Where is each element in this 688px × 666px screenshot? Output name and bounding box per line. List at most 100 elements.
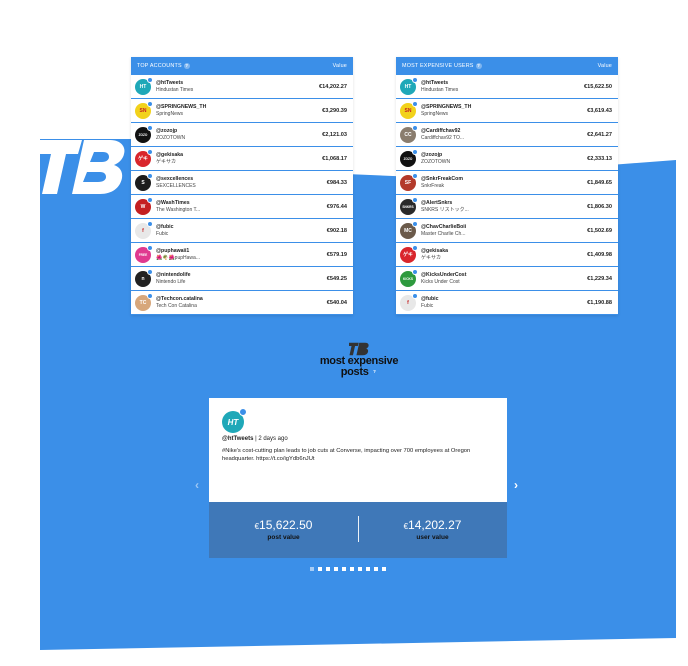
carousel-dot[interactable] <box>366 567 370 571</box>
account-handle[interactable]: @ChavCharlieBoii <box>421 223 467 230</box>
account-display-name: Hindustan Times <box>156 86 194 93</box>
post-meta: @htTweets | 2 days ago <box>222 436 288 442</box>
avatar[interactable]: HT <box>222 408 247 433</box>
table-row[interactable]: FREE@puphawaii1🌺🌴🌺pupHawa...€579.19 <box>131 243 353 267</box>
avatar[interactable]: ZOZO <box>400 148 418 167</box>
account-handle[interactable]: @SPRINGNEWS_TH <box>156 103 207 110</box>
carousel-next-button[interactable]: › <box>514 478 518 492</box>
avatar[interactable]: SN <box>400 100 418 119</box>
verified-icon <box>147 76 153 83</box>
avatar[interactable]: ゲキ <box>400 244 418 263</box>
post-text: #Nike's cost-cutting plan leads to job c… <box>222 448 471 462</box>
avatar[interactable]: f <box>135 220 153 239</box>
account-handle[interactable]: @htTweets <box>156 79 184 86</box>
avatar[interactable]: W <box>135 196 153 215</box>
carousel-dot[interactable] <box>358 567 362 571</box>
avatar-text: ZOZO <box>403 156 413 161</box>
account-value: €976.44 <box>326 203 347 210</box>
carousel-dot[interactable] <box>326 567 330 571</box>
avatar[interactable]: n <box>135 268 153 287</box>
avatar[interactable]: CC <box>400 124 418 143</box>
avatar[interactable]: FREE <box>135 244 153 263</box>
help-icon[interactable]: ? <box>183 63 190 69</box>
carousel-dot[interactable] <box>318 567 322 571</box>
avatar[interactable]: SF <box>400 172 418 191</box>
avatar[interactable]: ゲキ <box>135 148 153 167</box>
verified-icon <box>147 220 153 227</box>
avatar[interactable]: MC <box>400 220 418 239</box>
account-value: €2,333.13 <box>587 155 612 162</box>
account-handle[interactable]: @AlertSnkrs <box>421 199 453 206</box>
avatar[interactable]: ZOZO <box>135 124 153 143</box>
account-handle[interactable]: @gekisaka <box>421 247 448 254</box>
carousel-dot[interactable] <box>334 567 338 571</box>
avatar[interactable]: S <box>135 172 153 191</box>
account-display-name: Hindustan Times <box>421 86 459 93</box>
help-icon[interactable]: ? <box>475 63 482 69</box>
avatar[interactable]: HT <box>135 76 153 95</box>
avatar-text: FREE <box>138 252 148 257</box>
carousel-dot[interactable] <box>374 567 378 571</box>
carousel-dot[interactable] <box>382 567 386 571</box>
account-handle[interactable]: @zozojp <box>421 151 443 158</box>
account-value: €3,619.43 <box>587 107 612 114</box>
avatar[interactable]: TC <box>135 292 153 311</box>
account-handle[interactable]: @gekisaka <box>156 151 183 158</box>
account-handle[interactable]: @Cardiffchav92 <box>421 127 461 134</box>
avatar[interactable]: f <box>400 292 418 311</box>
account-handle[interactable]: @puphawaii1 <box>156 247 190 254</box>
account-handle[interactable]: @KicksUnderCost <box>421 271 467 278</box>
avatar[interactable]: SN <box>135 100 153 119</box>
post-handle[interactable]: @htTweets <box>222 436 254 442</box>
carousel-dot[interactable] <box>310 567 314 571</box>
account-display-name: SpringNews <box>156 110 183 117</box>
account-handle[interactable]: @fubic <box>156 223 174 230</box>
account-handle[interactable]: @fubic <box>421 295 439 302</box>
account-handle[interactable]: @SPRINGNEWS_TH <box>421 103 472 110</box>
avatar[interactable]: SNKRS <box>400 196 418 215</box>
account-handle[interactable]: @zozojp <box>156 127 178 134</box>
account-handle[interactable]: @htTweets <box>421 79 449 86</box>
post-time: | 2 days ago <box>253 436 288 442</box>
most-expensive-users-title: MOST EXPENSIVE USERS <box>402 63 474 69</box>
carousel-dot[interactable] <box>342 567 346 571</box>
account-handle[interactable]: @WashTimes <box>156 199 190 206</box>
carousel-dot[interactable] <box>350 567 354 571</box>
account-handle[interactable]: @nintendolife <box>156 271 191 278</box>
account-handle[interactable]: @Techcon.catalina <box>156 295 203 302</box>
account-handle[interactable]: @SnkrFreakCom <box>421 175 463 182</box>
account-display-name: 🌺🌴🌺pupHawa... <box>156 254 200 261</box>
avatar[interactable]: HT <box>400 76 418 95</box>
account-handle[interactable]: @sexcellences <box>156 175 194 182</box>
account-display-name: ゲキサカ <box>156 158 177 165</box>
account-value: €2,641.27 <box>587 131 612 138</box>
carousel-prev-button[interactable]: ‹ <box>195 478 199 492</box>
avatar-text: f <box>142 227 144 234</box>
post-card[interactable]: HT @htTweets | 2 days ago #Nike's cost-c… <box>209 398 507 558</box>
avatar[interactable]: KICKS <box>400 268 418 287</box>
help-icon[interactable]: ? <box>371 369 378 376</box>
avatar-text: TC <box>139 299 147 306</box>
